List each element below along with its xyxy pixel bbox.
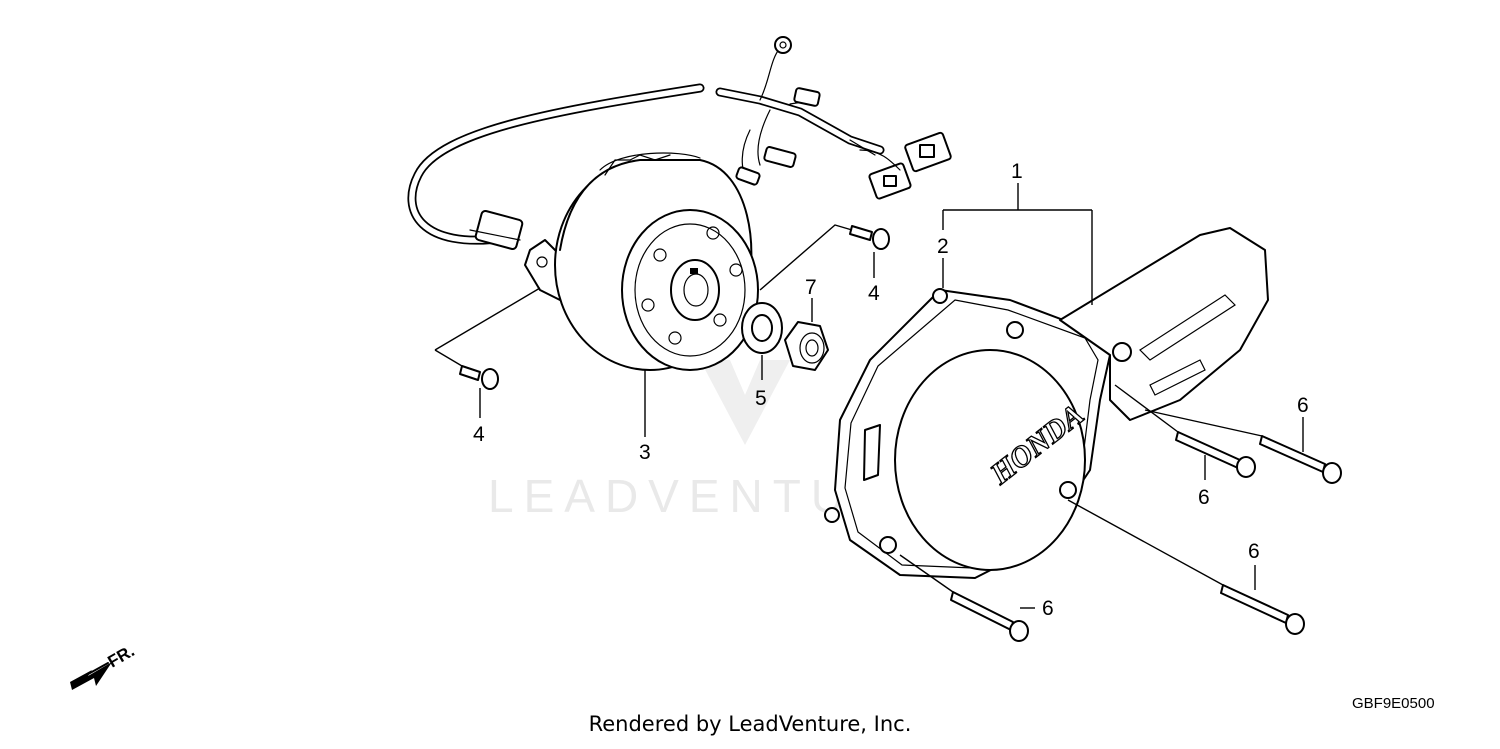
callout-7: 7 (805, 276, 817, 299)
washer-5 (741, 302, 783, 354)
flywheel-rotor (524, 152, 759, 371)
callout-6-c: 6 (1248, 540, 1260, 563)
callout-1: 1 (1011, 160, 1023, 183)
bolt-6-b (1259, 435, 1342, 484)
callout-6-a: 6 (1297, 394, 1309, 417)
leader-lines (434, 183, 1304, 609)
nut-7 (784, 321, 829, 371)
diagram-code: GBF9E0500 (1352, 695, 1435, 712)
bolt-6-d (950, 591, 1029, 642)
callout-4-left: 4 (473, 423, 485, 446)
callout-5: 5 (755, 387, 767, 410)
callouts: 1 2 3 4 4 5 6 6 6 6 7 (473, 160, 1309, 620)
bolt-4-left (459, 365, 499, 390)
footer-credit: Rendered by LeadVenture, Inc. (588, 712, 912, 736)
wire-harness (407, 36, 952, 251)
direction-label: FR. (105, 641, 138, 671)
callout-3: 3 (639, 441, 651, 464)
bolt-6-c (1220, 584, 1305, 635)
front-direction-arrow: FR. (70, 641, 138, 690)
bolt-6-a (1175, 431, 1256, 478)
callout-6-d: 6 (1042, 597, 1054, 620)
callout-6-b: 6 (1198, 486, 1210, 509)
bolt-4-right (849, 225, 890, 250)
crankcase-cover: HONDA (824, 227, 1269, 579)
callout-2: 2 (937, 235, 949, 258)
callout-4-right: 4 (868, 282, 880, 305)
